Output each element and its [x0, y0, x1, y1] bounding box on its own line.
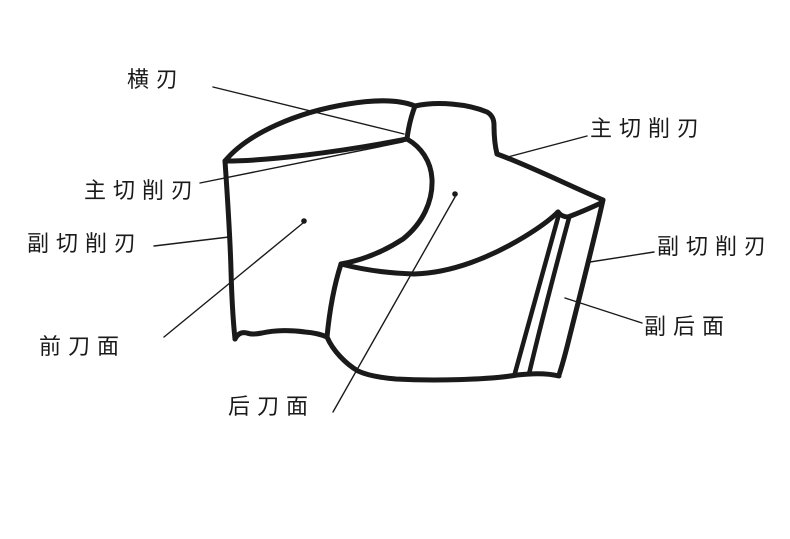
- leader-secondary-cutting-edge-left: [153, 236, 230, 247]
- right-face-top-edge: [565, 200, 604, 220]
- main-cutting-edge-left-line: [223, 136, 410, 164]
- margin-line-outer: [512, 211, 562, 376]
- label-main-cutting-edge-right: 主切削刃: [590, 116, 707, 141]
- top-lobe-outline: [412, 101, 500, 157]
- leader-secondary-cutting-edge-right: [589, 251, 655, 263]
- leader-rake-face: [163, 222, 304, 338]
- label-secondary-flank-face: 副后面: [644, 314, 732, 339]
- label-rake-face: 前刀面: [39, 334, 127, 359]
- leader-secondary-flank-face: [564, 297, 643, 324]
- flank-face-dot: [452, 191, 458, 197]
- label-secondary-cutting-edge-left: 副切削刃: [27, 231, 144, 256]
- label-secondary-cutting-edge-right: 副切削刃: [657, 234, 774, 259]
- leader-chisel-edge: [212, 86, 405, 135]
- right-silhouette-edge: [556, 197, 606, 378]
- chisel-edge-line: [404, 103, 418, 142]
- front-bottom-edge: [232, 328, 330, 342]
- rake-face-dot: [301, 218, 307, 224]
- flute-s-curve: [338, 136, 435, 267]
- label-flank-face: 后刀面: [228, 394, 316, 419]
- label-chisel-edge: 横刃: [127, 67, 186, 92]
- top-arc-outline: [222, 98, 418, 164]
- label-main-cutting-edge-left: 主切削刃: [84, 178, 201, 203]
- main-cutting-edge-right-line: [494, 151, 606, 203]
- leader-flank-face: [332, 196, 456, 413]
- flute-cusp-down-line: [324, 261, 344, 340]
- leader-main-cutting-edge-left: [199, 141, 404, 184]
- margin-line-inner: [526, 215, 572, 377]
- lower-lip-curve: [338, 209, 561, 277]
- leader-main-cutting-edge-right: [503, 135, 588, 159]
- left-silhouette-edge: [222, 158, 238, 342]
